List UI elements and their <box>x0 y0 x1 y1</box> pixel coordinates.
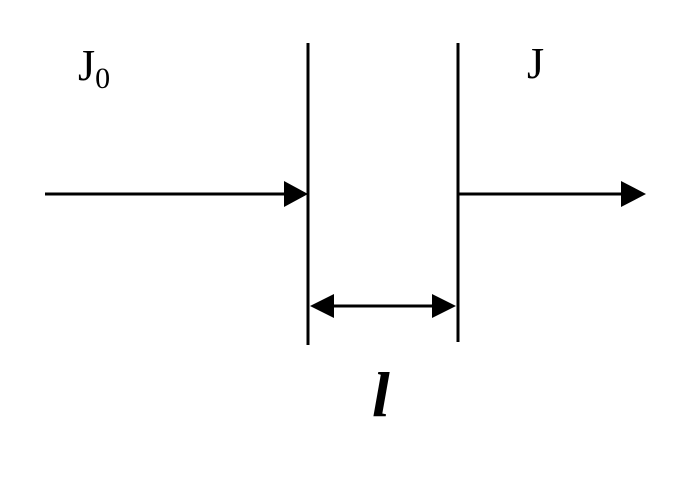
incident-flux-label: J0 <box>78 41 110 95</box>
thickness-arrow-head-left <box>310 294 334 318</box>
thickness-label: l <box>372 359 390 430</box>
incident-flux-symbol: J <box>78 41 95 90</box>
transmitted-flux-label: J <box>527 39 544 88</box>
incident-flux-subscript: 0 <box>95 62 110 95</box>
incident-arrow-head <box>284 181 308 207</box>
transmitted-arrow-head <box>621 181 646 207</box>
thickness-arrow-head-right <box>432 294 456 318</box>
